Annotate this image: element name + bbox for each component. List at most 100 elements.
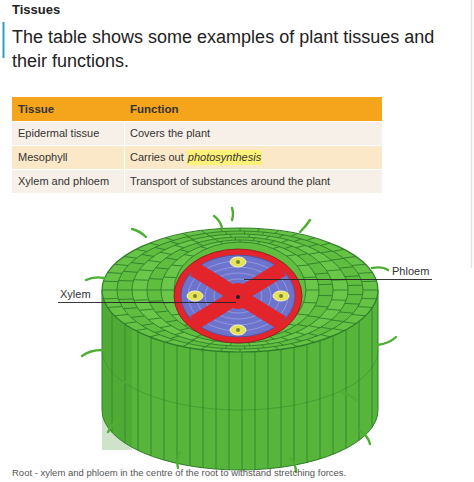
cell-wall: [362, 281, 377, 282]
cell-wall: [139, 270, 153, 271]
cell-wall: [114, 315, 128, 316]
cell-wall: [124, 322, 137, 324]
part-label: Xylem: [60, 287, 91, 301]
cell-wall: [296, 332, 305, 334]
cell-wall: [273, 247, 280, 249]
leader-line: [58, 302, 236, 303]
cell-wall: [142, 255, 154, 257]
side-cell-wall: [268, 351, 269, 469]
cell-wall: [210, 341, 214, 344]
cell-wall: [196, 243, 203, 246]
part-label: Phloem: [392, 264, 429, 278]
side-cell-wall: [151, 337, 152, 455]
cell-wall: [358, 306, 372, 308]
cell-wall: [192, 337, 199, 340]
root-hair: [300, 220, 310, 232]
cell-wall: [244, 346, 246, 349]
root-hair: [372, 267, 388, 270]
cell-wall: [240, 349, 241, 352]
side-cell-wall: [294, 347, 295, 465]
accent-bar: [3, 22, 5, 58]
core-ring: [188, 261, 288, 331]
cell-wall: [175, 332, 184, 334]
cell-wall: [156, 268, 169, 269]
cell-wall: [119, 298, 134, 299]
cell-wall: [297, 314, 308, 315]
cortex-ring: [117, 231, 363, 349]
table-cell: Xylem and phloem: [18, 170, 109, 193]
cell-wall: [339, 312, 353, 313]
root-hair: [177, 452, 180, 468]
cell-wall: [331, 320, 344, 322]
side-cell-wall: [255, 352, 256, 470]
page-edge: [471, 0, 473, 268]
cell-wall: [201, 347, 205, 350]
cell-wall: [291, 344, 297, 347]
root-hair: [86, 277, 104, 280]
cell-wall: [269, 241, 274, 244]
cell-wall: [321, 251, 332, 253]
side-cell-wall: [320, 341, 321, 459]
phloem-spot: [230, 257, 246, 267]
cell-wall: [297, 254, 307, 256]
cell-wall: [183, 344, 189, 347]
phloem-dot: [193, 294, 197, 298]
root-hair: [108, 418, 120, 432]
cell-wall: [201, 247, 208, 249]
cell-wall: [306, 340, 314, 343]
side-cell-wall: [177, 345, 178, 463]
cell-wall: [297, 265, 308, 266]
root-hairs: [82, 208, 396, 472]
cortex-cells: [102, 228, 378, 352]
cell-wall: [102, 290, 117, 291]
cell-wall: [240, 240, 241, 242]
cell-wall: [160, 252, 171, 254]
cell-wall: [124, 256, 137, 258]
cell-wall: [363, 290, 378, 291]
cell-wall: [136, 329, 147, 331]
cell-wall: [308, 263, 320, 265]
cell-wall: [331, 299, 346, 301]
cell-wall: [225, 346, 227, 349]
cell-wall: [333, 329, 344, 331]
cell-wall: [244, 231, 246, 234]
cell-wall: [142, 324, 154, 326]
stele-ring: [174, 249, 302, 343]
cell-wall: [258, 348, 260, 351]
cell-wall: [294, 338, 302, 341]
cell-wall: [149, 300, 163, 302]
side-cell-wall: [229, 352, 230, 470]
side-cell-wall: [333, 336, 334, 455]
cell-wall: [230, 343, 231, 346]
cell-wall: [348, 294, 363, 295]
cell-wall: [165, 238, 173, 241]
cell-wall: [119, 280, 134, 281]
table-header-cell: Tissue: [18, 97, 54, 121]
cortex-ring: [132, 234, 348, 346]
cell-wall: [220, 348, 222, 351]
cell-wall: [291, 234, 297, 237]
cell-wall: [123, 307, 137, 309]
cell-wall: [262, 345, 265, 348]
side-cell-wall: [281, 349, 282, 467]
cell-wall: [108, 306, 122, 308]
cell-wall: [345, 275, 360, 277]
cell-wall: [164, 277, 177, 279]
heading: Tissues: [12, 2, 60, 17]
cell-wall: [315, 273, 328, 275]
cell-wall: [155, 330, 165, 332]
cell-wall: [187, 237, 193, 240]
cell-wall: [240, 228, 241, 231]
cell-wall: [262, 232, 265, 235]
highlighted-term: photosynthesis: [187, 150, 262, 165]
cell-wall: [180, 328, 189, 330]
root-hair: [232, 208, 233, 220]
cell-wall: [139, 309, 153, 310]
cell-wall: [309, 252, 320, 254]
side-cell-wall: [102, 350, 378, 410]
table-cell: Covers the plant: [130, 122, 210, 145]
cell-wall: [321, 327, 332, 329]
cell-wall: [220, 242, 223, 244]
cell-wall: [275, 231, 279, 234]
